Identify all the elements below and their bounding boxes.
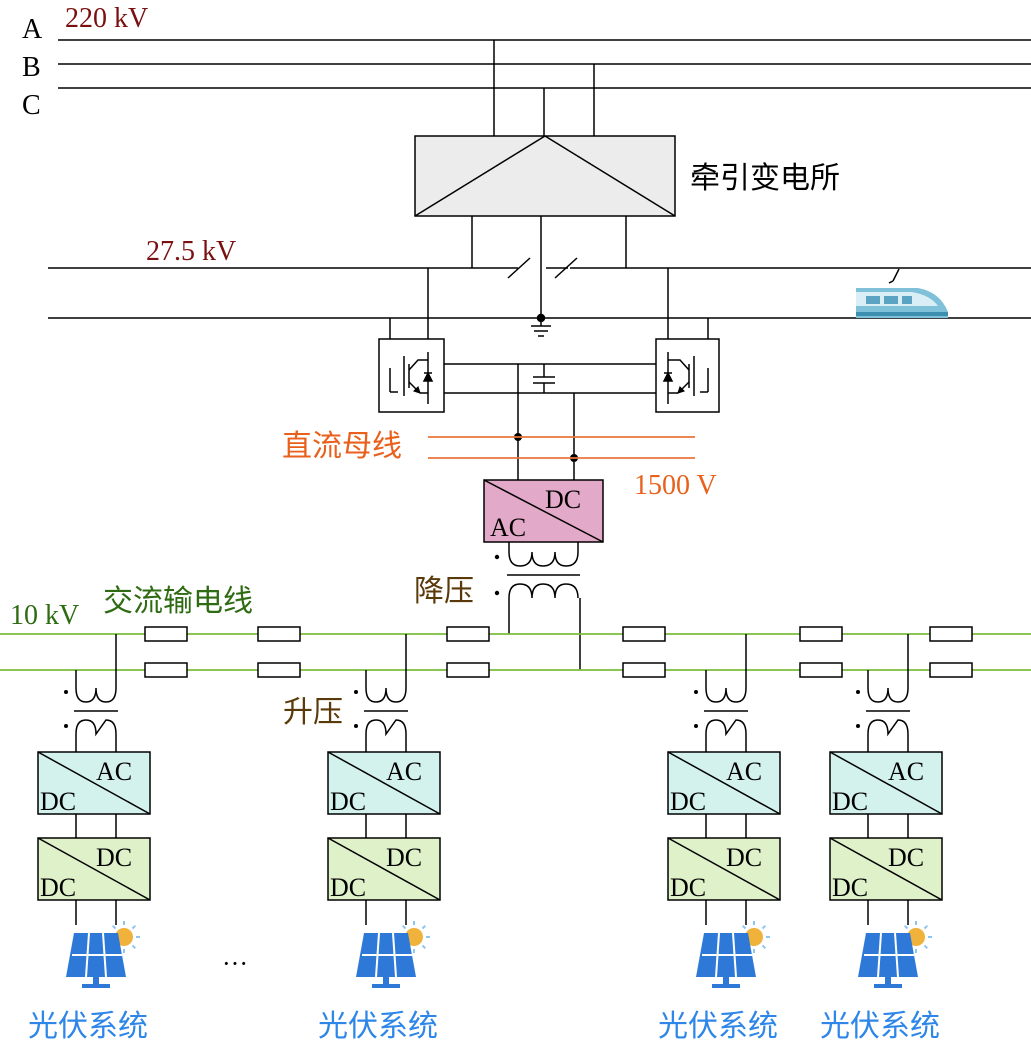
converter-dc-label: DC	[330, 873, 366, 902]
substation-feeders	[493, 40, 595, 136]
pv-branch: AC DC DC DC 光伏系统	[658, 634, 781, 1044]
converter-ac-label: AC	[96, 757, 132, 786]
ground-icon	[531, 313, 551, 337]
step-up-label: 升压	[283, 695, 343, 730]
converter-ac-label: AC	[386, 757, 422, 786]
pv-acdc-converter: AC DC	[37, 751, 151, 816]
traction-voltage-label: 27.5 kV	[146, 236, 236, 267]
ellipsis: ···	[222, 949, 248, 978]
pv-dcdc-converter: DC DC	[829, 837, 943, 902]
converter-dc-label: DC	[670, 873, 706, 902]
solar-panel-icon	[696, 921, 770, 988]
igbt-right-icon	[655, 338, 720, 413]
step-up-transformer	[64, 687, 118, 737]
step-up-transformer	[354, 687, 408, 737]
dc-bus-voltage-label: 1500 V	[634, 470, 717, 501]
solar-panel-icon	[858, 921, 932, 988]
converter-dc-label: DC	[330, 787, 366, 816]
converter-ac-label: AC	[726, 757, 762, 786]
ac-line-label: 交流输电线	[103, 584, 253, 619]
pv-dcdc-converter: DC DC	[37, 837, 151, 902]
converter-connections	[389, 268, 709, 480]
converter-ac-label: AC	[490, 513, 526, 542]
pv-system-label: 光伏系统	[28, 1009, 148, 1044]
converter-dc-label: DC	[545, 485, 581, 514]
pv-acdc-converter: AC DC	[829, 751, 943, 816]
converter-dc-label: DC	[96, 843, 132, 872]
pv-branches: AC DC DC DC 光伏系统 AC DC DC DC 光伏系统 AC DC DC DC 光伏系统 AC DC…	[28, 634, 943, 1044]
main-dcac-converter: DC AC	[483, 479, 604, 543]
pv-dcdc-converter: DC DC	[327, 837, 441, 902]
traction-transformer	[414, 135, 676, 217]
converter-dc-label: DC	[40, 787, 76, 816]
line-impedances	[144, 626, 973, 678]
converter-dc-label: DC	[832, 873, 868, 902]
converter-dc-label: DC	[832, 787, 868, 816]
pv-system-label: 光伏系统	[318, 1009, 438, 1044]
solar-panel-icon	[356, 921, 430, 988]
converter-dc-label: DC	[40, 873, 76, 902]
hv-bus	[58, 39, 1031, 89]
converter-dc-label: DC	[386, 843, 422, 872]
substation-label: 牵引变电所	[690, 161, 840, 196]
step-up-transformer	[694, 687, 748, 737]
pv-branch: AC DC DC DC 光伏系统	[28, 634, 151, 1044]
converter-ac-label: AC	[888, 757, 924, 786]
pv-branch: AC DC DC DC 光伏系统	[318, 634, 441, 1044]
phase-a-label: A	[22, 14, 43, 45]
solar-panel-icon	[66, 921, 140, 988]
pv-acdc-converter: AC DC	[327, 751, 441, 816]
ac-line-voltage-label: 10 kV	[10, 600, 79, 631]
pv-system-label: 光伏系统	[658, 1009, 778, 1044]
step-up-transformer	[856, 687, 910, 737]
step-down-transformer	[507, 542, 581, 670]
hv-voltage-label: 220 kV	[65, 3, 148, 34]
pv-branch: AC DC DC DC 光伏系统	[820, 634, 943, 1044]
phase-c-label: C	[22, 90, 41, 121]
pv-dcdc-converter: DC DC	[667, 837, 781, 902]
converter-dc-label: DC	[670, 787, 706, 816]
pv-acdc-converter: AC DC	[667, 751, 781, 816]
substation-outputs	[471, 216, 627, 318]
train-icon	[856, 268, 948, 318]
igbt-left-icon	[378, 338, 445, 413]
phase-b-label: B	[22, 52, 41, 83]
converter-dc-label: DC	[726, 843, 762, 872]
step-down-label: 降压	[414, 574, 474, 609]
pv-system-label: 光伏系统	[820, 1009, 940, 1044]
converter-dc-label: DC	[888, 843, 924, 872]
dc-bus-label: 直流母线	[282, 429, 402, 464]
dc-bus	[428, 436, 695, 459]
